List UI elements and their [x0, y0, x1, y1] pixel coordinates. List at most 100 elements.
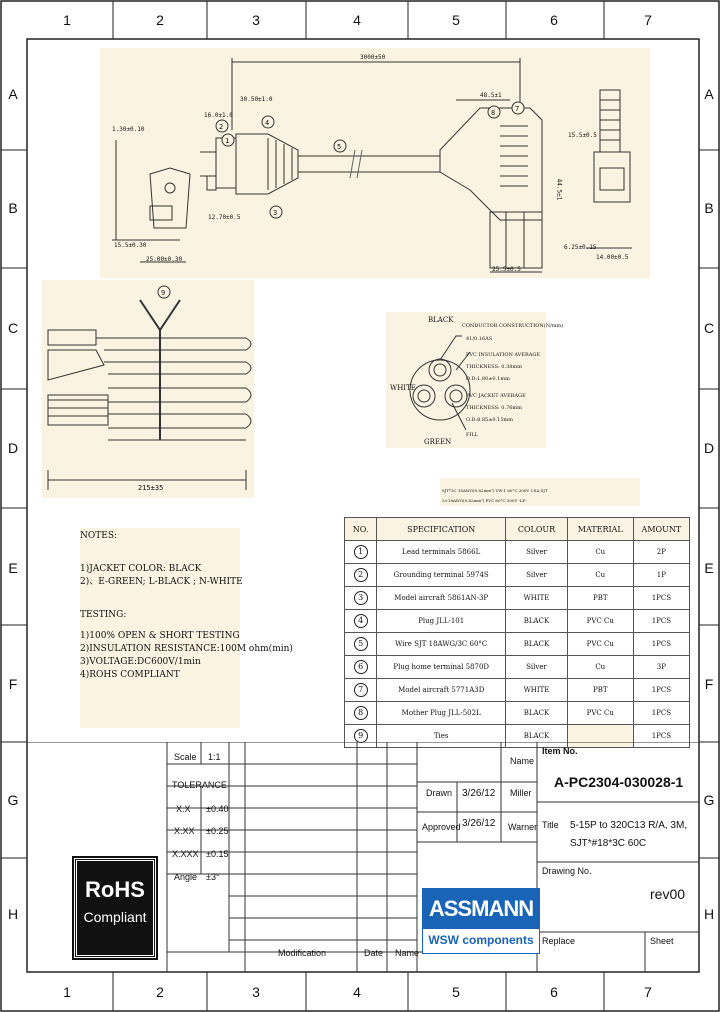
notes-title: NOTES: [80, 531, 118, 541]
drawn-date: 3/26/12 [462, 788, 496, 799]
xs-insulation-od: O.D:1.80±0.1mm [466, 376, 510, 382]
zone-row-c: C [7, 320, 19, 336]
spec-amount: 1PCS [632, 586, 691, 610]
zone-col-7-bottom: 7 [644, 984, 652, 1000]
dim-c13-f: 15.5±0.5 [568, 132, 597, 139]
zone-col-6-bottom: 6 [550, 984, 558, 1000]
sheet-label: Sheet [650, 936, 674, 946]
spec-colour: Silver [505, 655, 568, 679]
zone-col-2: 2 [156, 12, 164, 28]
item-no-label: Item No. [542, 746, 578, 756]
balloon-1: 1 [225, 137, 230, 145]
approved-date: 3/26/12 [462, 818, 496, 829]
replace-label: Replace [542, 936, 576, 946]
rohs-text: RoHS [85, 877, 145, 902]
spec-colour: WHITE [505, 678, 568, 702]
spec-no-circle: 5 [353, 637, 368, 651]
spec-header-spec: SPECIFICATION [376, 517, 507, 541]
spec-description: Model aircraft 5861AN-3P [376, 586, 507, 610]
xs-fill: FILL [466, 432, 479, 438]
spec-no-circle: 6 [353, 660, 368, 674]
spec-amount: 3P [632, 655, 691, 679]
spec-material: Cu [566, 563, 634, 587]
dim-plug-length: 30.50±1.0 [240, 96, 273, 103]
coil-view-area [42, 280, 254, 498]
tol-angle-value: ±3° [206, 872, 220, 882]
zone-row-a: A [8, 86, 18, 102]
spec-header-row: NO. SPECIFICATION COLOUR MATERIAL AMOUNT [343, 517, 691, 541]
spec-description: Ties [376, 724, 507, 748]
balloon-8: 8 [491, 109, 496, 117]
zone-col-4: 4 [353, 12, 361, 28]
xs-jacket-thk: THICKNESS: 0.76mm [466, 405, 522, 411]
spec-no: 7 [343, 678, 378, 702]
spec-header-material: MATERIAL [566, 517, 634, 541]
test-4: 4)ROHS COMPLIANT [80, 670, 180, 680]
testing-title: TESTING: [80, 610, 127, 620]
test-1: 1)100% OPEN & SHORT TESTING [80, 631, 240, 641]
zone-col-3: 3 [252, 12, 260, 28]
zone-col-1: 1 [63, 12, 71, 28]
spec-amount: 1PCS [632, 632, 691, 656]
spec-description: Plug JLL-101 [376, 609, 507, 633]
xs-insulation: PVC INSULATION AVERAGE [466, 352, 541, 358]
name-label-footer: Name [395, 948, 420, 958]
spec-no: 4 [343, 609, 378, 633]
dim-c13-d: 14.00±0.5 [596, 254, 629, 261]
dim-plug-c: 15.5±0.30 [114, 242, 147, 249]
spec-no: 1 [343, 540, 378, 564]
notes-panel: NOTES: 1)JACKET COLOR: BLACK 2)、E-GREEN;… [80, 528, 293, 728]
tol-xxx-value: ±0.25 [206, 826, 229, 836]
spec-description: Wire SJT 18AWG/3C 60°C [376, 632, 507, 656]
spec-material: Cu [566, 655, 634, 679]
xs-jacket: PVC JACKET AVERAGE [466, 393, 526, 399]
spec-material: PVC Cu [566, 701, 634, 725]
main-view-area [100, 48, 650, 278]
spec-no-circle: 2 [353, 568, 368, 582]
xs-green-label: GREEN [424, 438, 452, 446]
zone-row-g-right: G [703, 792, 715, 808]
rohs-compliant-text: Compliant [83, 909, 147, 925]
specification-table: NO. SPECIFICATION COLOUR MATERIAL AMOUNT… [343, 517, 691, 748]
spec-description: Plug home terminal 5870D [376, 655, 507, 679]
drawn-label: Drawn [426, 788, 453, 798]
spec-amount: 2P [632, 540, 691, 564]
rohs-compliant-badge: RoHS Compliant [72, 856, 158, 960]
zone-col-7: 7 [644, 12, 652, 28]
zone-col-6: 6 [550, 12, 558, 28]
item-number: A-PC2304-030028-1 [554, 774, 684, 790]
spec-no: 8 [343, 701, 378, 725]
drawn-name: Miller [510, 788, 532, 798]
spec-header-no: NO. [343, 517, 378, 541]
revision: rev00 [650, 886, 686, 902]
test-2: 2)INSULATION RESISTANCE:100M ohm(min) [80, 644, 293, 654]
spec-header-colour: COLOUR [505, 517, 568, 541]
balloon-5: 5 [337, 143, 342, 151]
balloon-2: 2 [219, 123, 224, 131]
spec-colour: Silver [505, 540, 568, 564]
spec-no: 9 [343, 724, 378, 748]
dim-overall-length: 3000±50 [360, 54, 386, 61]
zone-row-e: E [8, 560, 18, 576]
zone-row-b: B [8, 200, 18, 216]
scale-label: Scale [174, 752, 197, 762]
spec-no-circle: 3 [353, 591, 368, 605]
tol-xxx-key: X.XX [174, 826, 195, 836]
spec-no: 5 [343, 632, 378, 656]
spec-material: PBT [566, 678, 634, 702]
zone-col-5: 5 [452, 12, 460, 28]
date-label: Date [364, 948, 384, 958]
zone-row-g: G [7, 792, 19, 808]
spec-amount: 1PCS [632, 609, 691, 633]
dim-plug-width: 16.0±1.0 [204, 112, 233, 119]
scale-value: 1:1 [208, 752, 221, 762]
dim-plug-d: 25.00±0.30 [146, 256, 183, 263]
test-3: 3)VOLTAGE:DC600V/1min [80, 657, 201, 667]
spec-material: PVC Cu [566, 632, 634, 656]
xs-conductor: CONDUCTOR CONSTRUCTION(N/mm) [462, 323, 564, 329]
